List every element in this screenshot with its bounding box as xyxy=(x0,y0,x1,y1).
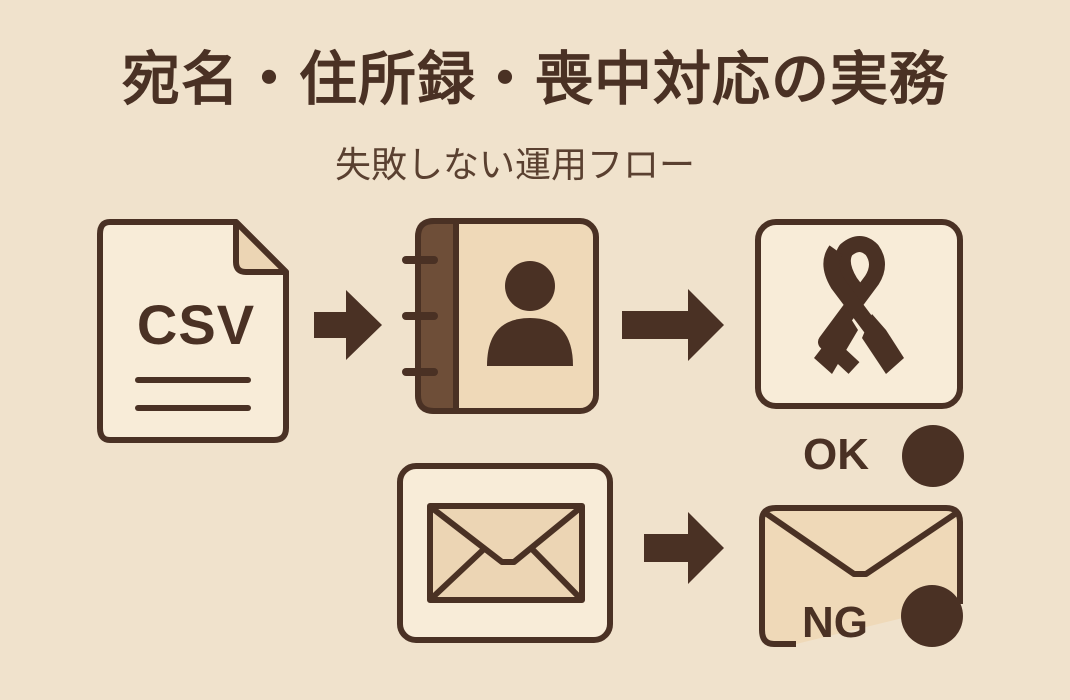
ng-label: NG xyxy=(802,598,868,647)
csv-label: CSV xyxy=(136,293,256,356)
csv-file-icon xyxy=(97,219,289,443)
ok-status-dot xyxy=(902,425,964,487)
arrow-right-icon xyxy=(622,289,724,361)
ok-label: OK xyxy=(803,430,869,479)
mourning-ribbon-icon xyxy=(755,219,963,409)
ng-status-dot xyxy=(901,585,963,647)
address-book-icon xyxy=(402,218,599,414)
envelope-icon xyxy=(397,463,613,643)
arrow-right-icon xyxy=(644,512,724,584)
arrow-right-icon xyxy=(314,290,382,360)
page-subtitle: 失敗しない運用フロー xyxy=(334,145,695,186)
page-title: 宛名・住所録・喪中対応の実務 xyxy=(121,45,948,113)
